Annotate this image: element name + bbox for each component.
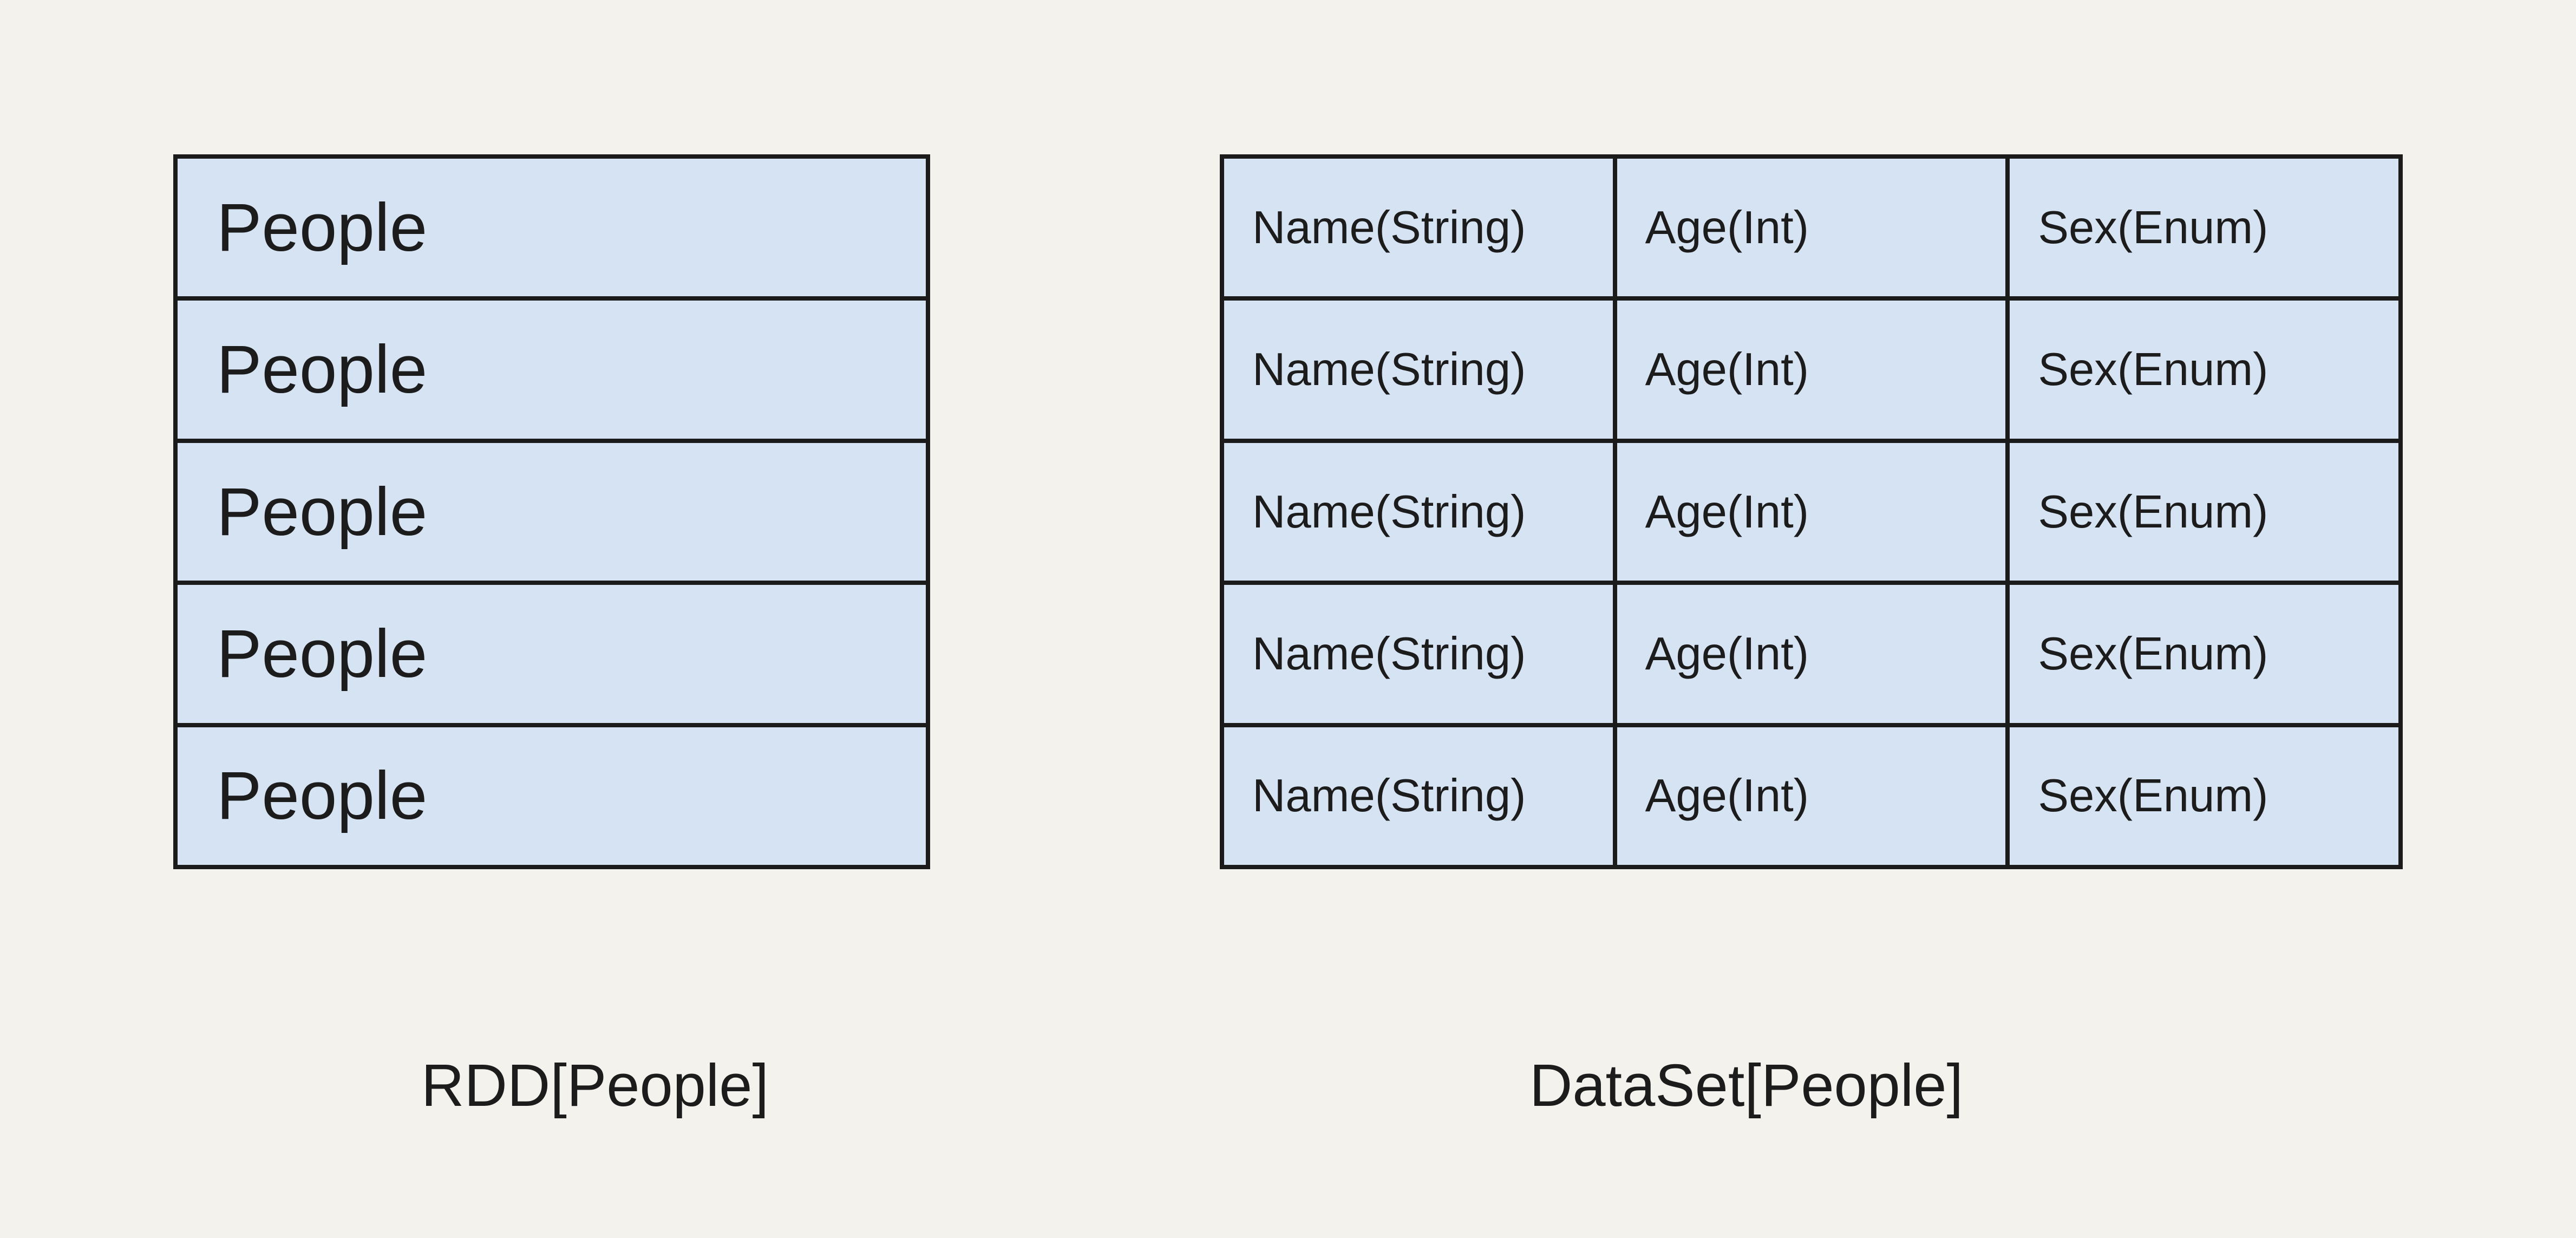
rdd-row-label: People (217, 332, 428, 408)
rdd-table: People People People People People (173, 154, 930, 869)
rdd-caption: RDD[People] (421, 1052, 769, 1119)
dataset-cell: Age(Int) (1617, 585, 2010, 723)
dataset-row: Name(String) Age(Int) Sex(Enum) (1224, 585, 2399, 727)
dataset-cell-label: Age(Int) (1645, 344, 1809, 396)
dataset-cell-label: Sex(Enum) (2038, 201, 2268, 253)
dataset-cell-label: Name(String) (1252, 486, 1526, 538)
dataset-cell: Name(String) (1224, 727, 1617, 865)
dataset-cell-label: Name(String) (1252, 628, 1526, 680)
dataset-row: Name(String) Age(Int) Sex(Enum) (1224, 442, 2399, 585)
dataset-cell-label: Age(Int) (1645, 201, 1809, 253)
dataset-cell: Age(Int) (1617, 301, 2010, 439)
dataset-cell: Age(Int) (1617, 727, 2010, 865)
dataset-cell: Sex(Enum) (2010, 585, 2399, 723)
dataset-cell-label: Name(String) (1252, 344, 1526, 396)
rdd-row: People (178, 585, 926, 727)
dataset-cell: Name(String) (1224, 585, 1617, 723)
dataset-cell: Name(String) (1224, 442, 1617, 581)
rdd-row-label: People (217, 616, 428, 692)
dataset-table: Name(String) Age(Int) Sex(Enum) Name(Str… (1220, 154, 2403, 869)
rdd-row-label: People (217, 758, 428, 834)
dataset-cell: Age(Int) (1617, 442, 2010, 581)
dataset-caption: DataSet[People] (1529, 1052, 1964, 1119)
dataset-cell: Name(String) (1224, 301, 1617, 439)
dataset-cell-label: Sex(Enum) (2038, 770, 2268, 822)
dataset-cell-label: Sex(Enum) (2038, 344, 2268, 396)
dataset-cell: Age(Int) (1617, 159, 2010, 297)
rdd-row: People (178, 159, 926, 301)
dataset-cell-label: Name(String) (1252, 770, 1526, 822)
dataset-row: Name(String) Age(Int) Sex(Enum) (1224, 727, 2399, 865)
dataset-cell-label: Age(Int) (1645, 486, 1809, 538)
dataset-cell: Sex(Enum) (2010, 301, 2399, 439)
rdd-row: People (178, 442, 926, 585)
dataset-cell: Sex(Enum) (2010, 442, 2399, 581)
dataset-row: Name(String) Age(Int) Sex(Enum) (1224, 301, 2399, 443)
dataset-cell: Sex(Enum) (2010, 727, 2399, 865)
dataset-cell-label: Age(Int) (1645, 770, 1809, 822)
dataset-cell-label: Name(String) (1252, 201, 1526, 253)
dataset-cell-label: Sex(Enum) (2038, 628, 2268, 680)
dataset-cell: Sex(Enum) (2010, 159, 2399, 297)
dataset-row: Name(String) Age(Int) Sex(Enum) (1224, 159, 2399, 301)
rdd-row-label: People (217, 474, 428, 550)
rdd-row-label: People (217, 190, 428, 265)
dataset-cell-label: Age(Int) (1645, 628, 1809, 680)
dataset-cell-label: Sex(Enum) (2038, 486, 2268, 538)
rdd-row: People (178, 727, 926, 865)
rdd-row: People (178, 301, 926, 443)
dataset-cell: Name(String) (1224, 159, 1617, 297)
